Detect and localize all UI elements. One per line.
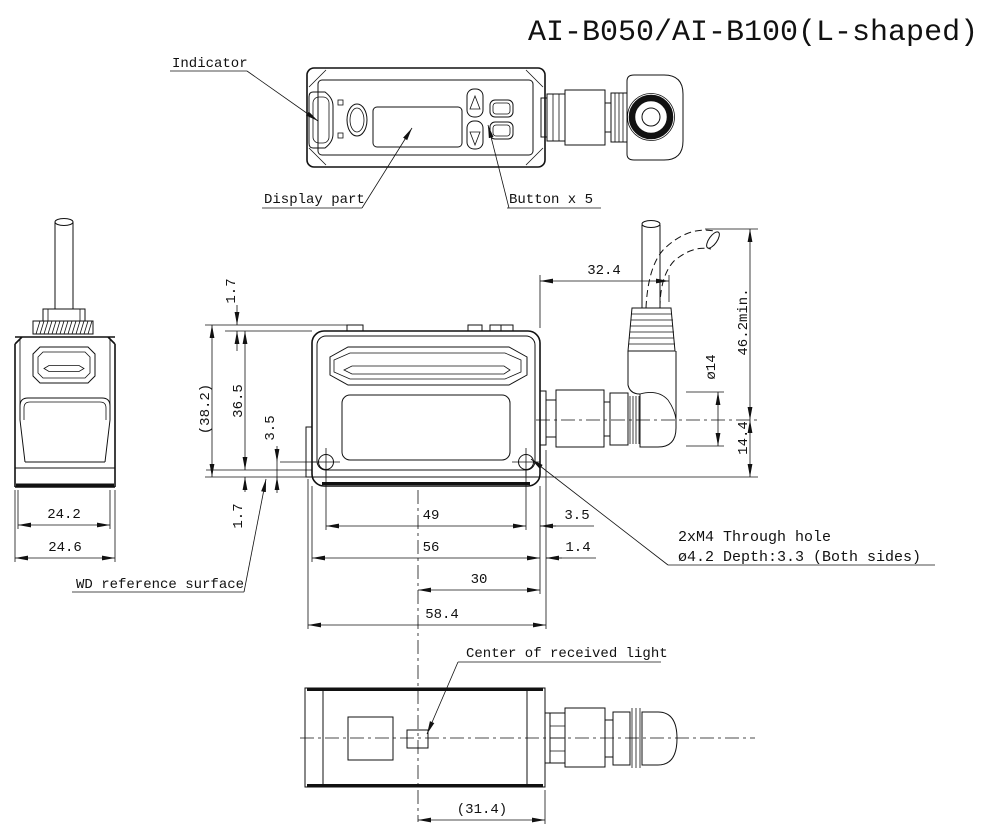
front-window-slot xyxy=(343,365,511,375)
button-right-1 xyxy=(489,99,514,118)
button-down xyxy=(466,120,484,150)
dim-46-2-ext xyxy=(540,228,758,478)
wd-leader xyxy=(243,478,267,593)
connector-pin xyxy=(641,107,661,127)
front-top-buttons xyxy=(346,324,514,331)
button-up xyxy=(466,88,484,118)
side-lens-shoulder xyxy=(19,397,111,420)
dim-58-4: 58.4 xyxy=(425,607,459,623)
side-collar xyxy=(32,320,94,335)
dim-1-7-bottom: 1.7 xyxy=(231,503,247,528)
side-window-slot xyxy=(43,365,85,372)
bottom-connector xyxy=(544,707,678,768)
cable-boot xyxy=(627,307,676,352)
connector-ring-thick xyxy=(628,94,674,140)
side-cable xyxy=(54,222,74,309)
display-part-label: Display part xyxy=(264,192,365,208)
emitter-window xyxy=(347,716,394,761)
indicator-label: Indicator xyxy=(172,56,248,72)
cable-straight xyxy=(641,225,661,308)
connector-ring-outer xyxy=(627,93,675,141)
dim-56: 56 xyxy=(423,540,440,556)
front-window-outer xyxy=(329,346,528,386)
page-title: AI-B050/AI-B100(L-shaped) xyxy=(528,16,978,50)
top-view-panel xyxy=(317,79,534,156)
front-connector xyxy=(539,220,720,448)
front-view: 1.7 (38.2) 36.5 3.5 1.7 49 3.5 56 1.4 30… xyxy=(198,220,935,822)
bottom-body-bands xyxy=(307,688,543,787)
lens-oval xyxy=(346,103,368,137)
wd-reference-label: WD reference surface xyxy=(76,577,244,593)
display-window xyxy=(372,106,463,148)
dim-49: 49 xyxy=(423,508,440,524)
dim-1-7-top: 1.7 xyxy=(224,278,240,303)
buttons-leader xyxy=(487,124,510,209)
connector-dome xyxy=(641,711,678,766)
elbow-outline xyxy=(627,351,677,448)
center-light-leader xyxy=(426,661,459,735)
indicator-leader xyxy=(246,70,319,122)
side-ext-lines xyxy=(14,490,116,562)
display-leader xyxy=(361,127,413,209)
top-view-body xyxy=(306,67,546,168)
front-bottom-ext-lines xyxy=(307,450,547,629)
side-cable-boot xyxy=(42,308,86,322)
dim-3-5-left: 3.5 xyxy=(263,415,279,440)
front-window-inner xyxy=(333,352,522,380)
dim-o14: ø14 xyxy=(704,354,720,379)
led-square-bottom xyxy=(337,132,344,139)
cable-bend-inner xyxy=(659,247,712,309)
cable-bend-outer xyxy=(645,229,715,309)
dim-32-4-ext xyxy=(539,275,670,328)
top-view-connector xyxy=(540,74,684,161)
elbow-curve xyxy=(639,392,677,421)
indicator-window-inner xyxy=(312,96,330,144)
dim-24-6: 24.6 xyxy=(48,540,82,556)
dim-24-2: 24.2 xyxy=(47,507,81,523)
side-window-outer xyxy=(32,346,96,384)
dim-3-5-right: 3.5 xyxy=(564,508,589,524)
dim-46-2min: 46.2min. xyxy=(736,288,752,355)
bottom-body-inner-lines xyxy=(322,691,528,784)
button-right-1-inner xyxy=(492,102,511,115)
side-view: 24.2 24.6 WD reference surface xyxy=(14,218,267,593)
dim-31-4: (31.4) xyxy=(457,802,507,818)
cable-cap xyxy=(641,220,661,228)
connector-bell xyxy=(626,74,684,161)
side-nose xyxy=(19,419,111,463)
side-body-outline xyxy=(14,336,116,487)
button-right-2 xyxy=(489,121,514,140)
button-right-2-inner xyxy=(492,124,511,137)
corner-chamfers xyxy=(308,69,544,166)
bottom-view: (31.4) Center of received light xyxy=(300,646,755,824)
buttons-label: Button x 5 xyxy=(509,192,593,208)
note-line-2: ø4.2 Depth:3.3 (Both sides) xyxy=(678,549,921,566)
arrow-up-icon xyxy=(469,94,481,110)
dim-38-2: (38.2) xyxy=(198,384,214,434)
led-square-top xyxy=(337,99,344,106)
arrow-down-icon xyxy=(469,131,481,147)
dim-1-4: 1.4 xyxy=(565,540,590,556)
dim-14-4: 14.4 xyxy=(736,421,752,455)
side-cable-cap xyxy=(54,218,74,226)
center-light-label: Center of received light xyxy=(466,646,668,662)
receiver-window xyxy=(406,729,429,749)
top-view: Indicator Display part Button x 5 xyxy=(170,56,684,209)
dim-32-4: 32.4 xyxy=(587,263,621,279)
side-window-inner xyxy=(37,351,91,379)
dim-36-5: 36.5 xyxy=(231,384,247,418)
dim-30: 30 xyxy=(471,572,488,588)
bottom-body xyxy=(304,687,546,788)
lens-oval-inner xyxy=(349,107,365,133)
indicator-window xyxy=(308,91,334,149)
front-body-inner xyxy=(316,335,536,471)
note-leader xyxy=(530,458,669,566)
front-left-ext-lines xyxy=(205,324,347,478)
cable-bend-cap xyxy=(706,231,720,249)
front-left-tab xyxy=(305,426,313,478)
note-line-1: 2xM4 Through hole xyxy=(678,529,831,546)
side-collar-hatch xyxy=(35,320,93,335)
front-display-area xyxy=(341,394,511,461)
